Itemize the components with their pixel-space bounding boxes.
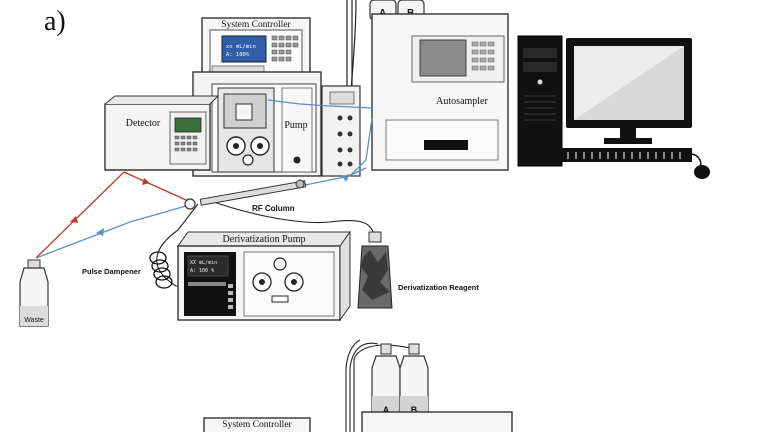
- controller-screen: [221, 35, 267, 63]
- pump-label: Pump: [284, 120, 307, 131]
- pc-keyboard: [560, 148, 692, 162]
- autosampler: Autosampler: [371, 13, 509, 171]
- controller-screen-line1: xx mL/min: [226, 44, 256, 50]
- lower-bottle-a-label: A: [383, 405, 390, 415]
- autosampler-label: Autosampler: [436, 96, 488, 107]
- pulse-dampener: Pulse Dampener: [82, 251, 173, 289]
- autosampler-drawer-slot: [424, 140, 468, 150]
- lower-bottle-a: A: [371, 343, 401, 421]
- detector: Detector: [104, 95, 220, 171]
- lower-bottle-b: B: [399, 343, 429, 421]
- derivatization-screen-line2: A: 100 %: [190, 268, 214, 274]
- derivatization-reagent-label: Derivatization Reagent: [398, 283, 479, 292]
- lower-panel: A B System Controller: [203, 339, 513, 432]
- computer: [517, 35, 710, 179]
- detector-label: Detector: [126, 118, 161, 129]
- pulse-dampener-label: Pulse Dampener: [82, 267, 141, 276]
- column-oven: [321, 85, 361, 177]
- mixing-tee: [184, 198, 196, 210]
- rf-column: RF Column: [184, 179, 307, 213]
- pump-power-button: [293, 156, 301, 164]
- pump-head: [223, 93, 267, 129]
- pump-module: Pump: [192, 71, 322, 177]
- system-controller-label: System Controller: [221, 20, 291, 30]
- waste-label: Waste: [24, 317, 44, 324]
- derivatization-pump-label: Derivatization Pump: [222, 234, 305, 245]
- lower-bottle-b-label: B: [411, 405, 418, 415]
- controller-keypad: [271, 35, 299, 62]
- pc-mouse: [694, 165, 710, 179]
- waste-bottle: Waste: [19, 259, 49, 327]
- flow-lines: [35, 99, 375, 291]
- detector-screen: [174, 117, 202, 133]
- lower-system-controller-label: System Controller: [222, 420, 292, 430]
- derivatization-reagent-bottle: Derivatization Reagent: [357, 231, 479, 309]
- rf-column-label: RF Column: [252, 204, 295, 213]
- derivatization-screen-line1: XX mL/min: [190, 260, 217, 266]
- derivatization-pump: XX mL/min A: 100 % Derivatization Pump: [177, 230, 351, 322]
- autosampler-screen: [419, 39, 467, 77]
- controller-screen-line2: A: 100%: [226, 52, 250, 58]
- panel-label: a): [44, 6, 66, 37]
